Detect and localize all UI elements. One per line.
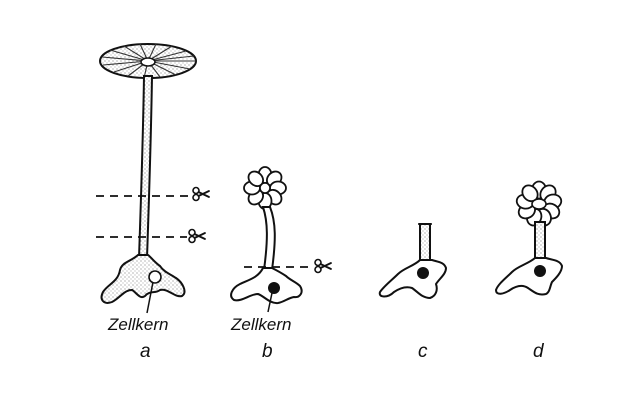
rhizoid-b (230, 267, 303, 305)
pointer-line-b (267, 292, 273, 313)
cap-flower-b (243, 166, 287, 210)
rhizoid-a (100, 254, 186, 304)
stalk-a (137, 75, 154, 259)
figure-a: Zellkern a (96, 43, 210, 362)
pointer-line-a (146, 281, 154, 314)
figure-label-d: d (533, 341, 545, 362)
nucleus-label-a: Zellkern (107, 315, 168, 334)
scissors-icon (192, 186, 210, 202)
figure-b: Zellkern b (230, 166, 332, 362)
scissors-icon (188, 228, 206, 244)
nucleus-label-b: Zellkern (230, 315, 291, 334)
nucleus-a (148, 270, 162, 284)
stalk-d (534, 221, 546, 261)
stalk-stump-c (419, 223, 431, 263)
scissors-icon (314, 258, 332, 274)
nucleus-c (417, 267, 429, 279)
rhizoid-c (378, 259, 448, 300)
nucleus-b (268, 282, 280, 294)
figure-label-b: b (262, 341, 273, 362)
figure-d: d (494, 180, 564, 362)
figure-label-a: a (140, 341, 151, 362)
figure-label-c: c (418, 341, 428, 362)
cap-flower-d (515, 180, 563, 227)
stalk-b (261, 206, 276, 271)
nucleus-d (534, 265, 546, 277)
rhizoid-d (494, 257, 564, 296)
figure-c: c (378, 223, 448, 362)
cap-umbrella-a (99, 43, 197, 79)
